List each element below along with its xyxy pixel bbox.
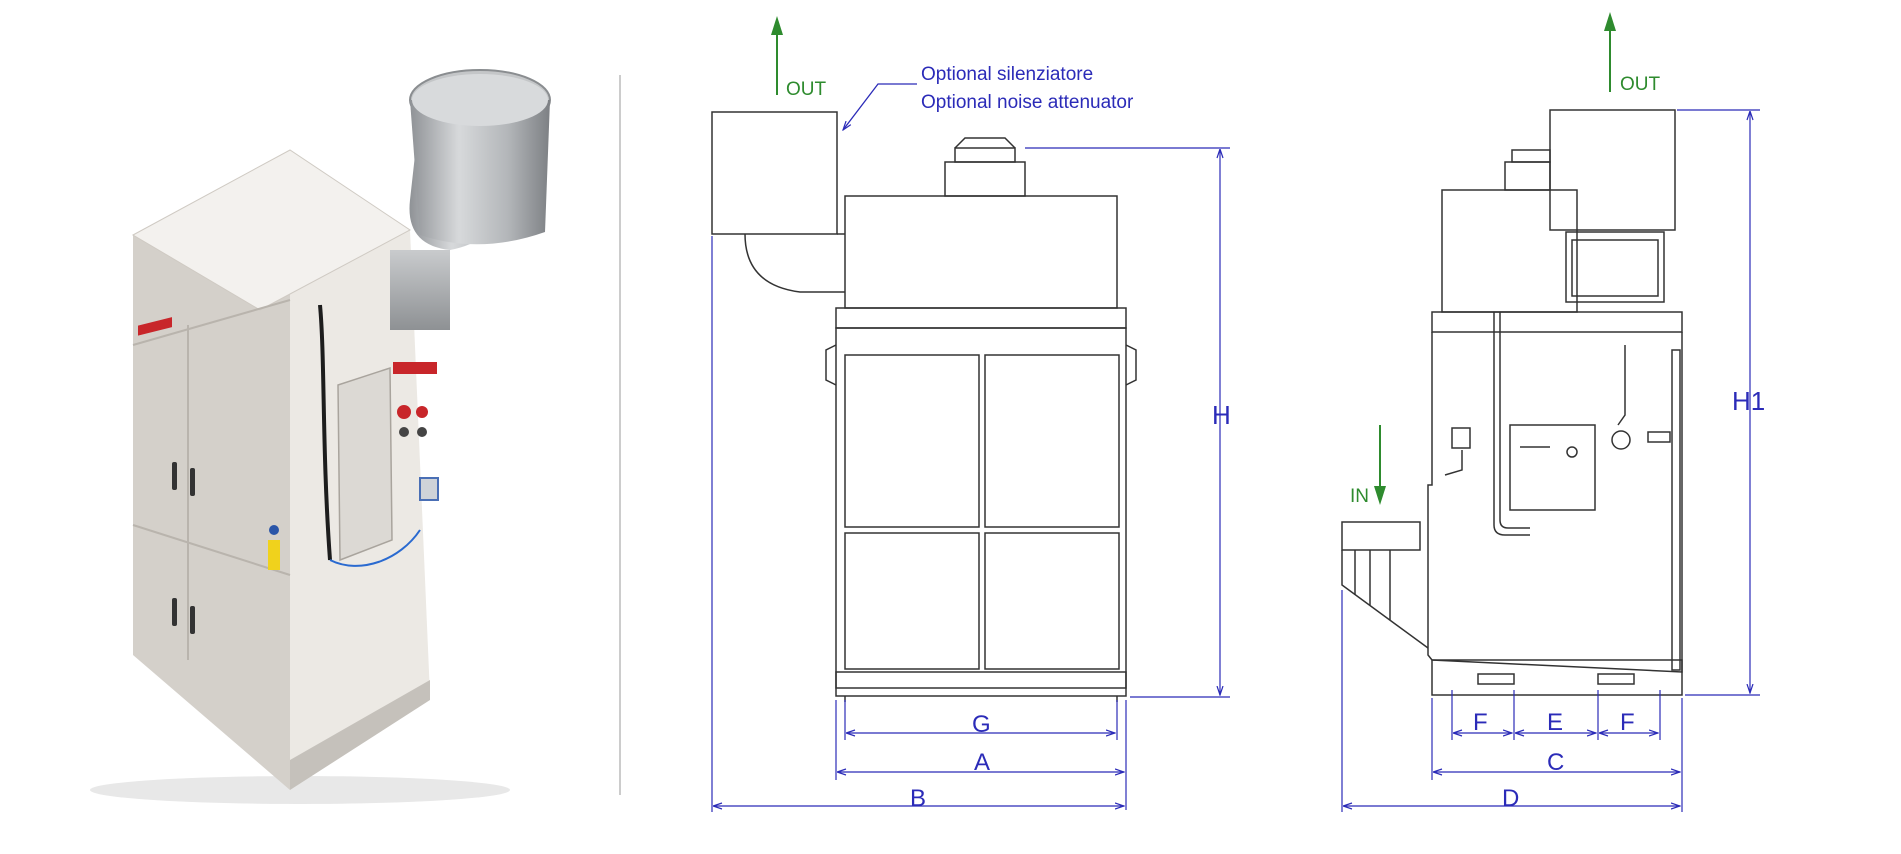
dim-label-f-right: F (1620, 709, 1635, 736)
note-silenziatore: Optional silenziatore (921, 64, 1093, 85)
front-dimensions (711, 147, 1230, 812)
out-arrow-front (771, 16, 783, 95)
dim-label-b: B (910, 785, 926, 812)
side-dimensions (1341, 109, 1760, 812)
dim-label-d: D (1502, 785, 1519, 812)
in-arrow-side (1374, 425, 1386, 505)
dim-label-h1: H1 (1732, 386, 1765, 416)
note-leader (843, 83, 917, 130)
side-view (1341, 109, 1683, 696)
dim-label-e: E (1547, 709, 1563, 736)
out-arrow-side (1604, 12, 1616, 92)
front-view (711, 111, 1137, 702)
dim-label-c: C (1547, 749, 1564, 776)
in-label-side: IN (1350, 486, 1369, 507)
out-label-side: OUT (1620, 74, 1661, 95)
silencer-duct (390, 69, 551, 330)
dim-label-g: G (972, 711, 991, 738)
dim-label-f-left: F (1473, 709, 1488, 736)
control-panel (337, 366, 439, 562)
cabinet-photo (90, 69, 551, 804)
note-noise-attenuator: Optional noise attenuator (921, 92, 1134, 113)
out-label-front: OUT (786, 79, 827, 100)
dim-label-h: H (1212, 400, 1231, 430)
dim-label-a: A (974, 749, 990, 776)
